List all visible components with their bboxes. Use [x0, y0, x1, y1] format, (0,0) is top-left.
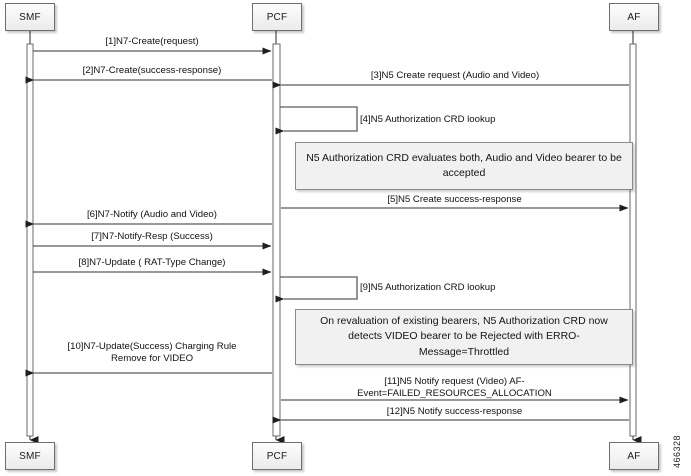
lifeline-footer-smf[interactable]: SMF [5, 442, 55, 470]
note-box-2-text: On revaluation of existing bearers, N5 A… [320, 315, 608, 358]
activation-bar-af [629, 43, 637, 437]
message-label-11: [11]N5 Notify request (Video) AF- Event=… [281, 376, 628, 400]
message-label-5: [5]N5 Create success-response [387, 194, 522, 205]
lifeline-header-smf[interactable]: SMF [5, 3, 55, 31]
message-label-8: [8]N7-Update ( RAT-Type Change) [78, 257, 226, 268]
lifeline-footer-smf-label: SMF [19, 450, 41, 462]
message-label-12: [12]N5 Notify success-response [386, 406, 523, 417]
lifeline-header-pcf-label: PCF [266, 11, 288, 23]
lifeline-header-af-label: AF [627, 11, 641, 23]
lifeline-header-pcf[interactable]: PCF [252, 3, 302, 31]
lifeline-header-af[interactable]: AF [609, 3, 659, 31]
message-label-6: [6]N7-Notify (Audio and Video) [87, 209, 217, 220]
note-box-1-text: N5 Authorization CRD evaluates both, Aud… [306, 151, 622, 179]
message-label-10: [10]N7-Update(Success) Charging Rule Rem… [33, 341, 271, 365]
message-label-11-line1: [11]N5 Notify request (Video) AF- [384, 376, 525, 387]
figure-code: 466328 [672, 434, 682, 468]
lifeline-footer-af-label: AF [627, 450, 641, 462]
message-label-1: [1]N7-Create(request) [105, 36, 199, 47]
message-label-11-line2: Event=FAILED_RESOURCES_ALLOCATION [357, 387, 552, 399]
lifeline-footer-pcf[interactable]: PCF [252, 442, 302, 470]
activation-bars [26, 43, 637, 437]
activation-bar-smf [26, 43, 34, 437]
message-label-2: [2]N7-Create(success-response) [82, 65, 222, 76]
message-label-7: [7]N7-Notify-Resp (Success) [91, 231, 213, 242]
lifeline-footer-af[interactable]: AF [609, 442, 659, 470]
activation-bar-pcf [272, 43, 281, 437]
message-arrow-4-self [275, 106, 358, 135]
message-label-3: [3]N5 Create request (Audio and Video) [370, 70, 540, 81]
lifeline-header-smf-label: SMF [19, 11, 41, 23]
note-box-2: On revaluation of existing bearers, N5 A… [295, 309, 633, 365]
message-arrow-9-self [275, 276, 358, 303]
message-label-10-line2: Remove for VIDEO [110, 352, 194, 364]
message-label-9: [9]N5 Authorization CRD lookup [360, 282, 496, 293]
message-label-10-line1: [10]N7-Update(Success) Charging Rule [67, 341, 237, 352]
message-label-4: [4]N5 Authorization CRD lookup [360, 114, 496, 125]
note-box-1: N5 Authorization CRD evaluates both, Aud… [295, 142, 633, 190]
lifeline-footer-pcf-label: PCF [266, 450, 288, 462]
